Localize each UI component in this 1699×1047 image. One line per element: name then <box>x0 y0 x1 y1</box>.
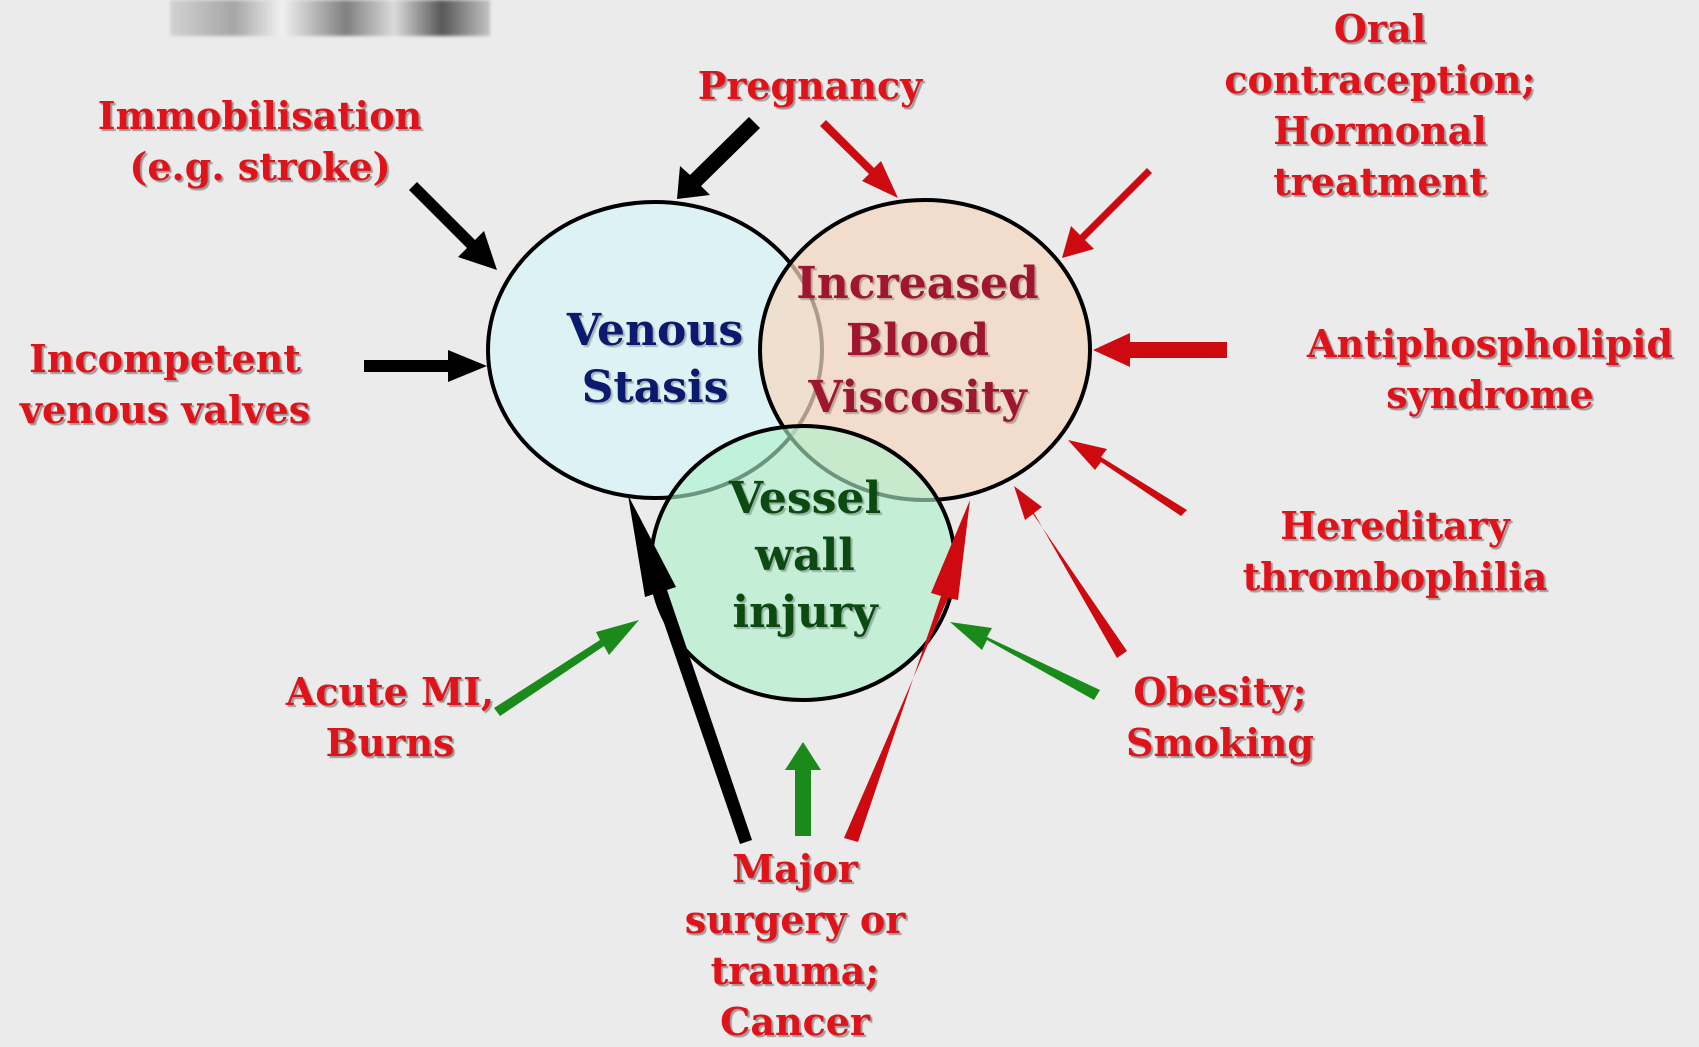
surgery-line-1: Major <box>660 843 930 894</box>
label-incompetent-valves: Incompetent venous valves <box>0 333 330 435</box>
vessel-wall-line-3: injury <box>700 584 910 641</box>
arrow-incompetent <box>364 350 487 382</box>
acute-mi-line-1: Acute MI, <box>270 666 510 717</box>
arrow-immobilisation <box>409 182 497 270</box>
arrow-oral <box>1062 168 1152 258</box>
label-immobilisation: Immobilisation (e.g. stroke) <box>80 90 440 192</box>
vessel-wall-line-1: Vessel <box>700 470 910 527</box>
label-hereditary: Hereditary thrombophilia <box>1220 500 1570 602</box>
hereditary-line-1: Hereditary <box>1220 500 1570 551</box>
label-antiphospholipid: Antiphospholipid syndrome <box>1290 318 1690 420</box>
obesity-line-2: Smoking <box>1110 717 1330 768</box>
viscosity-line-2: Blood <box>790 312 1045 369</box>
label-major-surgery: Major surgery or trauma; Cancer <box>660 843 930 1047</box>
viscosity-label: Increased Blood Viscosity <box>790 255 1045 426</box>
arrow-acute-mi <box>494 620 639 716</box>
oral-line-2: contraception; <box>1195 54 1565 105</box>
surgery-line-3: trauma; <box>660 945 930 996</box>
hereditary-line-2: thrombophilia <box>1220 551 1570 602</box>
vessel-wall-label: Vessel wall injury <box>700 470 910 641</box>
oral-line-1: Oral <box>1195 3 1565 54</box>
immobilisation-line-1: Immobilisation <box>80 90 440 141</box>
acute-mi-line-2: Burns <box>270 717 510 768</box>
surgery-line-2: surgery or <box>660 894 930 945</box>
label-pregnancy: Pregnancy <box>680 60 940 111</box>
incompetent-line-1: Incompetent <box>0 333 330 384</box>
arrow-obesity-vessel <box>950 622 1100 700</box>
viscosity-line-3: Viscosity <box>790 369 1045 426</box>
vessel-wall-line-2: wall <box>700 527 910 584</box>
pregnancy-line-1: Pregnancy <box>680 60 940 111</box>
incompetent-line-2: venous valves <box>0 384 330 435</box>
immobilisation-line-2: (e.g. stroke) <box>80 141 440 192</box>
viscosity-line-1: Increased <box>790 255 1045 312</box>
oral-line-4: treatment <box>1195 156 1565 207</box>
label-oral-contraception: Oral contraception; Hormonal treatment <box>1195 3 1565 207</box>
arrow-obesity-viscosity <box>1014 486 1127 658</box>
arrow-surgery-vessel <box>785 742 821 836</box>
label-acute-mi: Acute MI, Burns <box>270 666 510 768</box>
venous-stasis-line-1: Venous <box>550 302 760 359</box>
antiphospholipid-line-1: Antiphospholipid <box>1290 318 1690 369</box>
arrow-pregnancy-stasis <box>677 117 760 199</box>
obesity-line-1: Obesity; <box>1110 666 1330 717</box>
venous-stasis-label: Venous Stasis <box>550 302 760 416</box>
antiphospholipid-line-2: syndrome <box>1290 369 1690 420</box>
oral-line-3: Hormonal <box>1195 105 1565 156</box>
arrow-hereditary <box>1068 440 1187 516</box>
arrow-pregnancy-viscosity <box>820 120 898 198</box>
venous-stasis-line-2: Stasis <box>550 359 760 416</box>
label-obesity: Obesity; Smoking <box>1110 666 1330 768</box>
arrow-antiphospholipid <box>1093 333 1227 367</box>
surgery-line-4: Cancer <box>660 996 930 1047</box>
